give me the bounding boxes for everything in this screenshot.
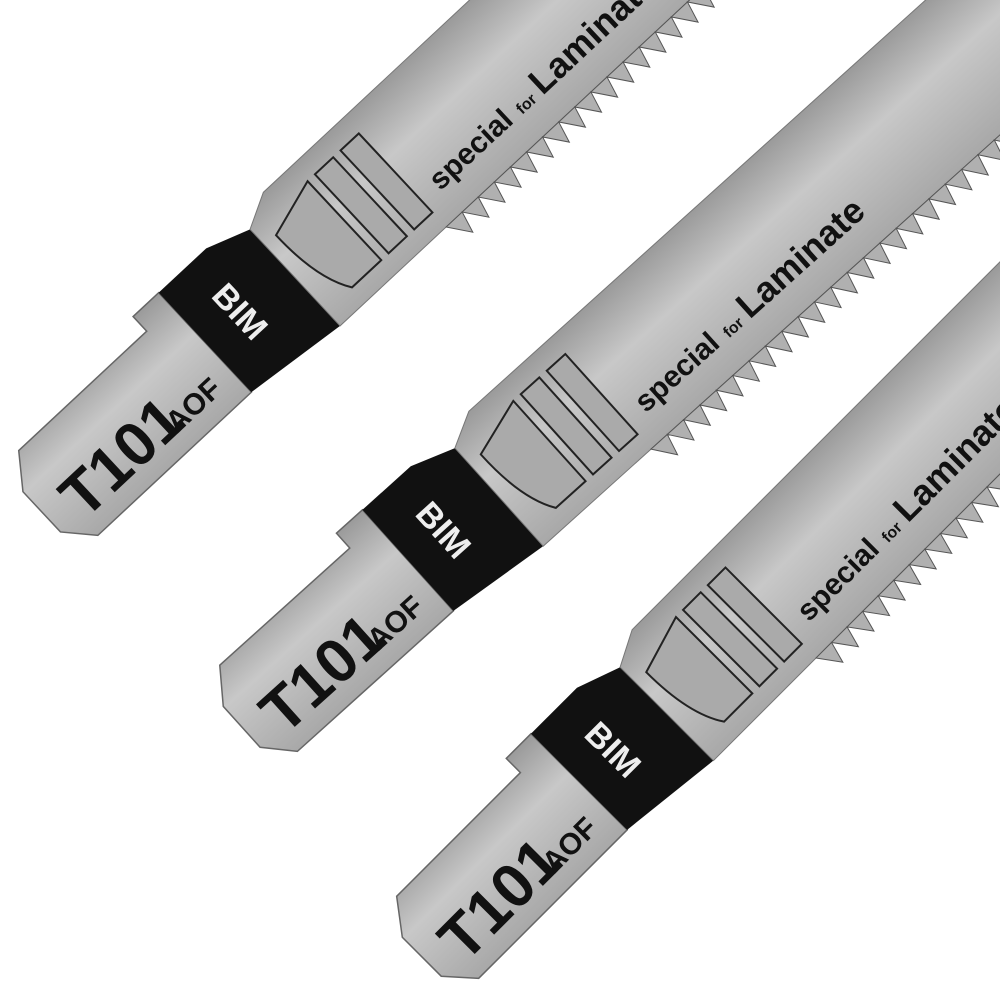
saw-teeth (445, 0, 1000, 233)
saw-teeth (814, 81, 1000, 663)
saw-teeth (649, 0, 1000, 456)
